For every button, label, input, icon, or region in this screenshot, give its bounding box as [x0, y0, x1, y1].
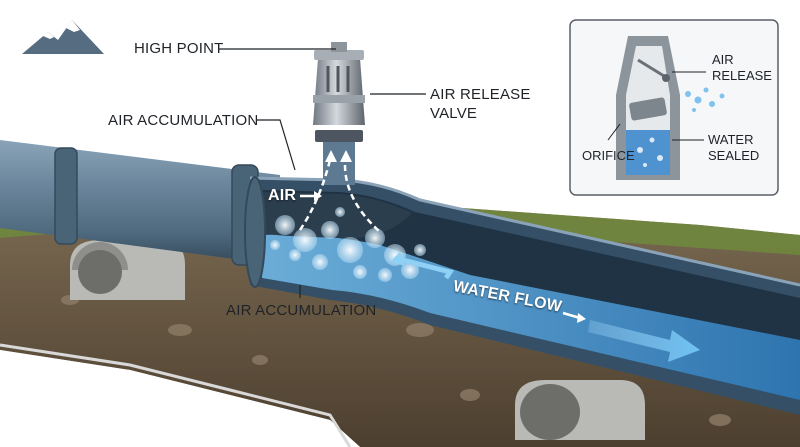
label-air-release-valve-line1: AIR RELEASE: [430, 86, 531, 103]
label-air-accumulation-bottom: AIR ACCUMULATION: [226, 302, 377, 319]
mountain-icon: [22, 20, 104, 54]
water-flow-arrow: [390, 252, 700, 362]
label-air: AIR: [268, 187, 297, 204]
air-release-valve: [298, 42, 381, 233]
inset-label-orifice: ORIFICE: [582, 148, 635, 163]
label-air-accumulation-top: AIR ACCUMULATION: [108, 112, 259, 129]
label-high-point: HIGH POINT: [134, 40, 224, 57]
inset-label-air-release-line2: RELEASE: [712, 68, 772, 83]
inset-label-water-sealed-line1: WATER: [708, 132, 754, 147]
inset-label-air-release-line1: AIR: [712, 52, 734, 67]
air-bubbles: [270, 207, 426, 282]
air-direction-arrow: [300, 191, 322, 201]
pipe-support-left: [70, 240, 185, 300]
leader-lines: [218, 48, 426, 298]
label-air-release-valve-line2: VALVE: [430, 105, 478, 122]
valve-detail-inset: [569, 19, 779, 196]
pipe-support-right: [515, 380, 645, 440]
inset-label-water-sealed-line2: SEALED: [708, 148, 760, 163]
water: [262, 234, 800, 400]
